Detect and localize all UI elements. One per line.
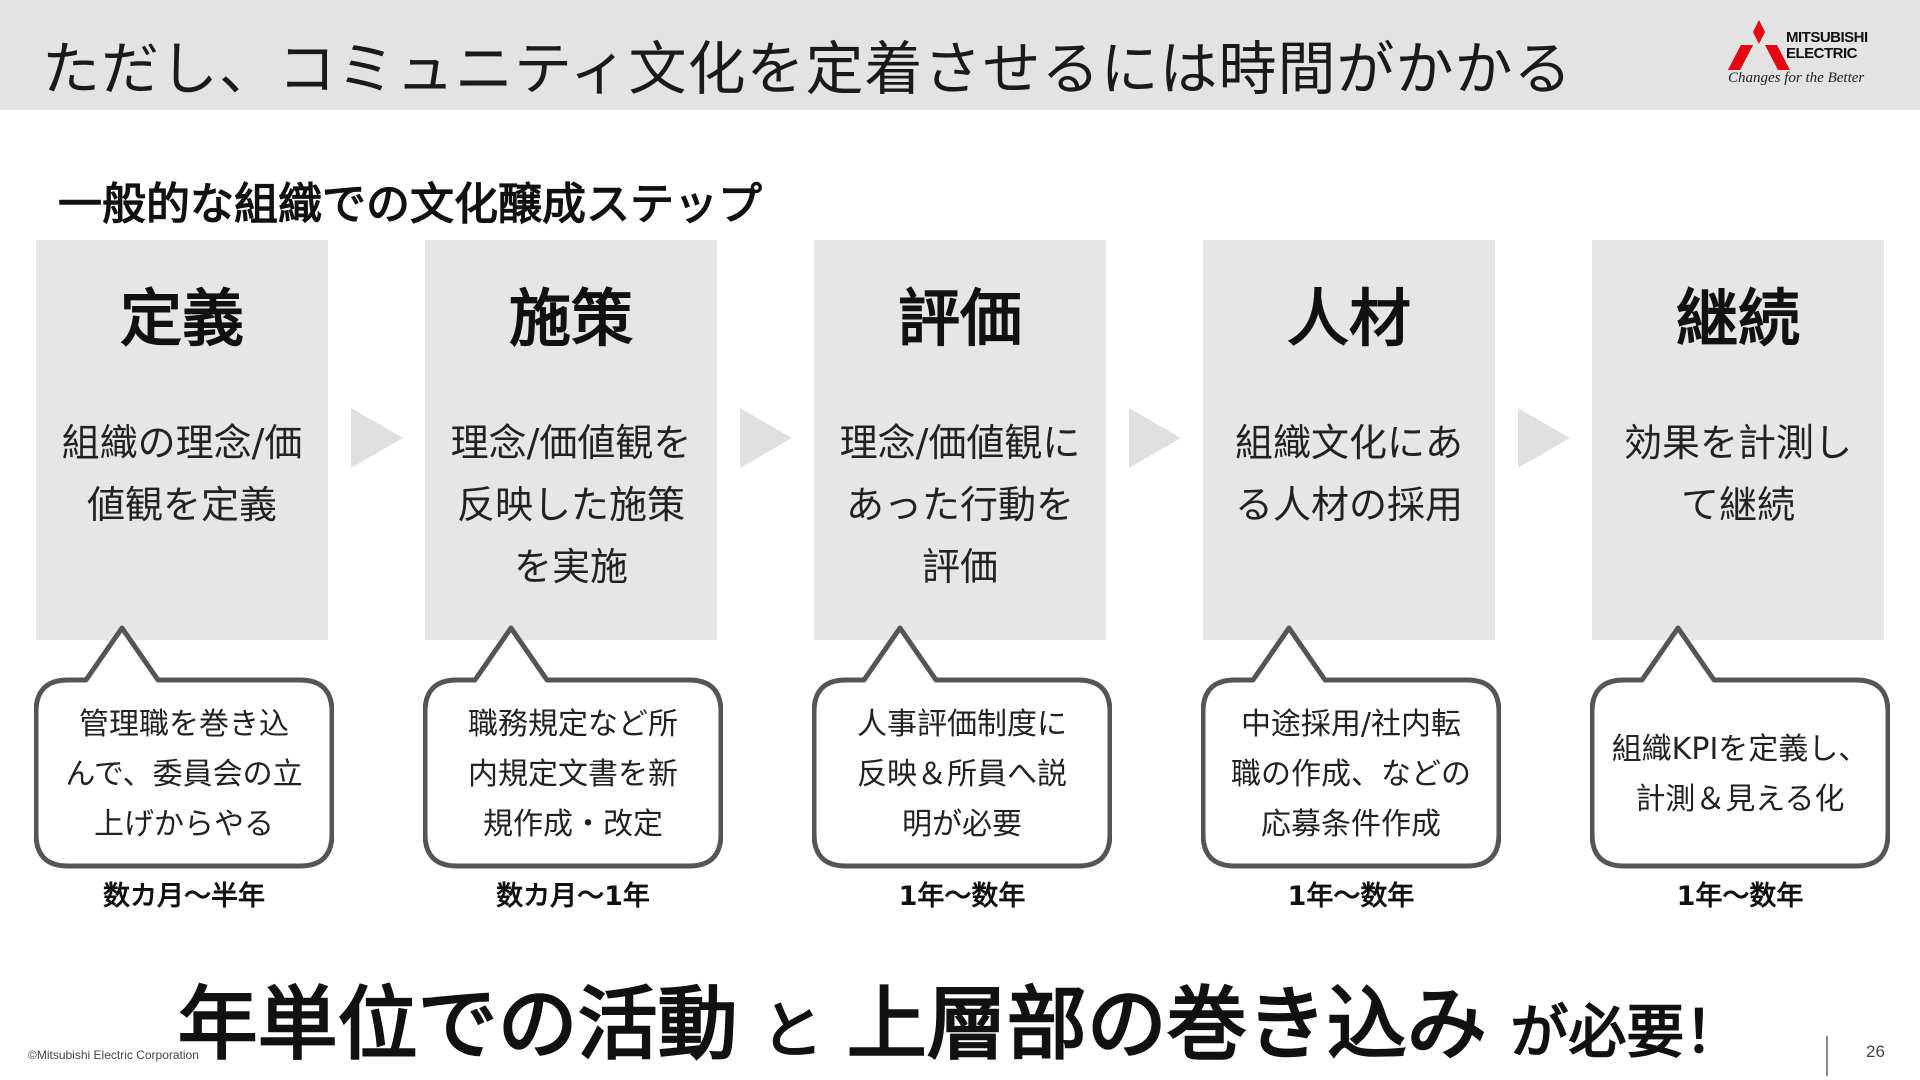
section-title: 一般的な組織での文化醸成ステップ — [58, 179, 762, 230]
speech-bubble-line: 計測＆見える化 — [1635, 782, 1845, 817]
conclusion-part2: と — [761, 994, 824, 1067]
step-description-line: 理念/価値観を — [450, 421, 692, 465]
step-arrow-right-icon — [1518, 408, 1570, 468]
speech-bubble-line: 上げからやる — [94, 807, 274, 842]
step-description-line: 効果を計測し — [1623, 421, 1852, 465]
step-description-line: あった行動を — [845, 483, 1074, 527]
step-heading: 継続 — [1675, 282, 1800, 355]
speech-bubble-line: 応募条件作成 — [1261, 807, 1441, 842]
step-duration: 1年～数年 — [898, 881, 1026, 912]
speech-bubble-line: んで、委員会の立 — [65, 757, 303, 792]
step-heading: 人材 — [1286, 282, 1411, 355]
conclusion-part3: 上層部の巻き込み — [846, 978, 1487, 1071]
step-arrow-right-icon — [1129, 408, 1181, 468]
speech-bubble-line: 内規定文書を新 — [468, 757, 678, 792]
step-arrow-right-icon — [740, 408, 792, 468]
conclusion-part4: が必要！ — [1510, 998, 1743, 1066]
speech-bubble-line: 人事評価制度に — [857, 707, 1067, 742]
step-description-line: て継続 — [1680, 483, 1795, 527]
step-description-line: る人材の採用 — [1234, 483, 1463, 527]
step-description-line: 組織の理念/価 — [61, 421, 303, 465]
speech-bubble-2 — [423, 625, 723, 869]
step-box-1: 定義組織の理念/価値観を定義 — [36, 240, 328, 640]
speech-bubble-text: 中途採用/社内転職の作成、などの応募条件作成 — [1215, 700, 1487, 850]
page-number: 26 — [1866, 1042, 1885, 1061]
step-description: 組織文化にある人材の採用 — [1213, 412, 1485, 536]
step-box-3: 評価理念/価値観にあった行動を評価 — [814, 240, 1106, 640]
step-description-line: を実施 — [513, 545, 628, 589]
speech-bubble-4 — [1201, 625, 1501, 869]
speech-bubble-5 — [1590, 625, 1890, 869]
conclusion-part1: 年単位での活動 — [177, 978, 738, 1071]
speech-bubble-text: 職務規定など所内規定文書を新規作成・改定 — [437, 700, 709, 850]
speech-bubble-text: 人事評価制度に反映＆所員へ説明が必要 — [826, 700, 1098, 850]
step-duration: 数カ月～半年 — [103, 881, 265, 912]
step-description-line: 評価 — [921, 545, 998, 589]
speech-bubble-line: 組織KPIを定義し、 — [1611, 732, 1869, 767]
speech-bubble-line: 規作成・改定 — [483, 807, 663, 842]
step-heading: 評価 — [897, 282, 1022, 355]
step-duration: 1年～数年 — [1676, 881, 1804, 912]
step-duration: 1年～数年 — [1287, 881, 1415, 912]
step-description-line: 組織文化にあ — [1234, 421, 1463, 465]
page-divider — [1826, 1036, 1828, 1076]
speech-bubble-line: 職務規定など所 — [468, 707, 678, 742]
copyright: ©Mitsubishi Electric Corporation — [28, 1048, 199, 1062]
logo-wordmark: MITSUBISHI ELECTRIC — [1786, 30, 1896, 62]
step-box-2: 施策理念/価値観を反映した施策を実施 — [425, 240, 717, 640]
header-band — [0, 0, 1920, 110]
speech-bubble-1 — [34, 625, 334, 869]
step-duration: 数カ月～1年 — [496, 881, 650, 912]
speech-bubble-line: 管理職を巻き込 — [79, 707, 289, 742]
speech-bubble-text: 管理職を巻き込んで、委員会の立上げからやる — [48, 700, 320, 850]
step-description: 理念/価値観にあった行動を評価 — [824, 412, 1096, 598]
step-description-line: 値観を定義 — [86, 483, 277, 527]
step-description: 効果を計測して継続 — [1602, 412, 1874, 536]
step-heading: 定義 — [119, 282, 244, 355]
speech-bubble-line: 明が必要 — [902, 807, 1022, 842]
logo-name-line2: ELECTRIC — [1786, 45, 1858, 62]
step-description: 理念/価値観を反映した施策を実施 — [435, 412, 707, 598]
speech-bubble-line: 中途採用/社内転 — [1240, 707, 1462, 742]
step-arrow-right-icon — [351, 408, 403, 468]
step-heading: 施策 — [508, 282, 633, 355]
speech-bubble-text: 組織KPIを定義し、計測＆見える化 — [1604, 725, 1876, 825]
step-box-5: 継続効果を計測して継続 — [1592, 240, 1884, 640]
company-logo: MITSUBISHI ELECTRIC Changes for the Bett… — [1728, 20, 1900, 90]
step-description: 組織の理念/価値観を定義 — [46, 412, 318, 536]
slide-title: ただし、コミュニティ文化を定着させるには時間がかかる — [42, 35, 1573, 103]
speech-bubble-line: 反映＆所員へ説 — [857, 757, 1067, 792]
logo-name-line1: MITSUBISHI — [1786, 29, 1868, 46]
logo-tagline: Changes for the Better — [1728, 70, 1865, 86]
conclusion: 年単位での活動 と 上層部の巻き込み が必要！ — [0, 960, 1920, 1076]
speech-bubble-3 — [812, 625, 1112, 869]
step-description-line: 反映した施策 — [456, 483, 685, 527]
step-description-line: 理念/価値観に — [839, 421, 1081, 465]
three-diamonds-logo-icon — [1728, 20, 1790, 70]
speech-bubble-line: 職の作成、などの — [1231, 757, 1471, 792]
step-box-4: 人材組織文化にある人材の採用 — [1203, 240, 1495, 640]
